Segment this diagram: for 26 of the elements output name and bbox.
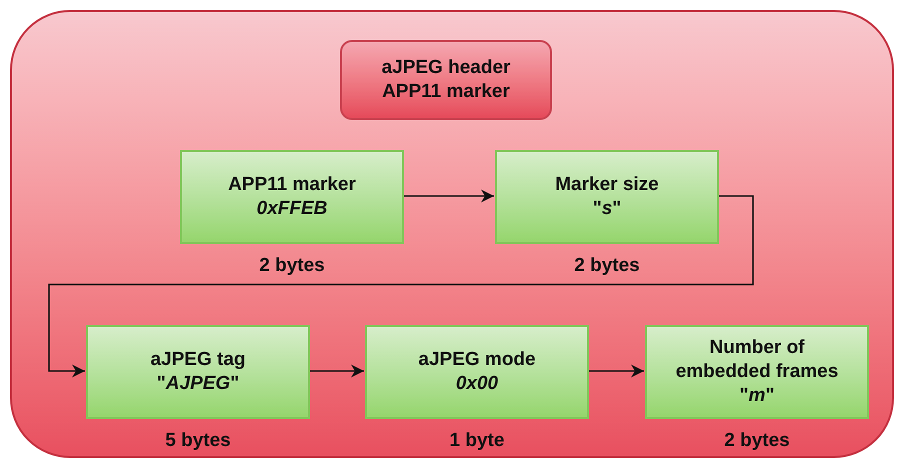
box-value: "s" [592, 197, 622, 221]
field-box [86, 325, 310, 419]
field-box [365, 325, 589, 419]
box-value: 0x00 [456, 372, 498, 396]
byte-size-label: 2 bytes [573, 254, 641, 278]
byte-size-label: 2 bytes [723, 429, 791, 453]
box-title: aJPEG tag [150, 348, 246, 372]
box-title: APP11 marker [228, 173, 356, 197]
byte-size-label: 1 byte [448, 429, 506, 453]
field-box [645, 325, 869, 419]
box-value: "AJPEG" [156, 372, 240, 396]
byte-size-label: 2 bytes [258, 254, 326, 278]
container-panel [10, 10, 894, 458]
field-box [180, 150, 404, 244]
box-value: "m" [740, 384, 774, 408]
box-value: 0xFFEB [256, 197, 328, 221]
byte-size-label: 5 bytes [164, 429, 232, 453]
box-title: Marker size [555, 173, 659, 197]
box-title: aJPEG header APP11 marker [380, 56, 512, 104]
field-box [495, 150, 719, 244]
arrow [48, 195, 754, 378]
arrow [309, 364, 364, 378]
arrow [403, 190, 494, 202]
box-title: aJPEG mode [418, 348, 536, 372]
arrow [588, 364, 644, 378]
header-box [340, 40, 552, 120]
